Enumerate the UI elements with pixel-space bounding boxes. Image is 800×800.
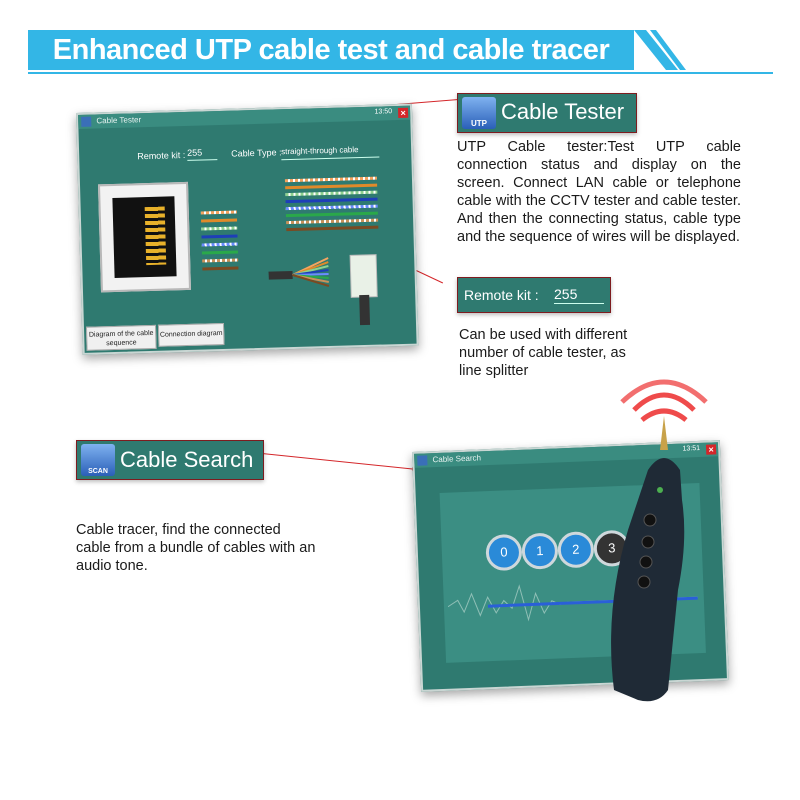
cable-search-description: Cable tracer, find the connected cable f… [76, 522, 316, 574]
app-icon [417, 455, 428, 466]
clock: 13:50 [374, 108, 393, 116]
utp-icon: UTP [462, 97, 496, 129]
header-bar [28, 30, 634, 70]
app-icon [81, 116, 92, 127]
remote-kit-box-label: Remote kit : [464, 287, 539, 303]
remote-kit-description: Can be used with different number of cab… [459, 327, 628, 379]
cable-tester-description: UTP Cable tester:Test UTP cable connecti… [457, 139, 741, 245]
cable-type-label: Cable Type : [231, 147, 282, 159]
diagram-sequence-button[interactable]: Diagram of the cable sequence [85, 324, 157, 351]
remote-kit-box-value: 255 [554, 285, 604, 304]
connector-line [261, 453, 417, 470]
cable-plug-illustration [268, 254, 378, 326]
cable-tester-badge: UTP Cable Tester [457, 93, 637, 133]
header-stripes [634, 30, 686, 70]
cable-search-badge: SCAN Cable Search [76, 440, 264, 480]
page-title: Enhanced UTP cable test and cable tracer [52, 34, 610, 66]
badge-label: Cable Search [120, 447, 254, 472]
window-title: Cable Search [432, 453, 482, 465]
window-titlebar: Cable Tester [78, 105, 411, 129]
header-banner: Enhanced UTP cable test and cable tracer [28, 30, 773, 74]
close-icon[interactable]: × [397, 107, 409, 119]
remote-kit-field[interactable]: 255 [187, 147, 218, 161]
rj45-jack [98, 181, 191, 293]
cable-tracer-probe [611, 379, 708, 702]
cable-tester-window: Cable Tester 13:50 × Remote kit : 255 Ca… [76, 103, 419, 355]
header-underline [28, 72, 773, 74]
scan-icon: SCAN [81, 444, 115, 476]
remote-kit-label: Remote kit : [137, 149, 186, 162]
jack-socket [112, 196, 177, 278]
cable-type-value: straight-through cable [281, 144, 380, 161]
badge-label: Cable Tester [501, 99, 625, 124]
remote-kit-box: Remote kit : 255 [457, 277, 611, 313]
connection-diagram-button[interactable]: Connection diagram [157, 322, 225, 347]
window-title: Cable Tester [96, 115, 142, 126]
jack-pins [144, 206, 167, 266]
